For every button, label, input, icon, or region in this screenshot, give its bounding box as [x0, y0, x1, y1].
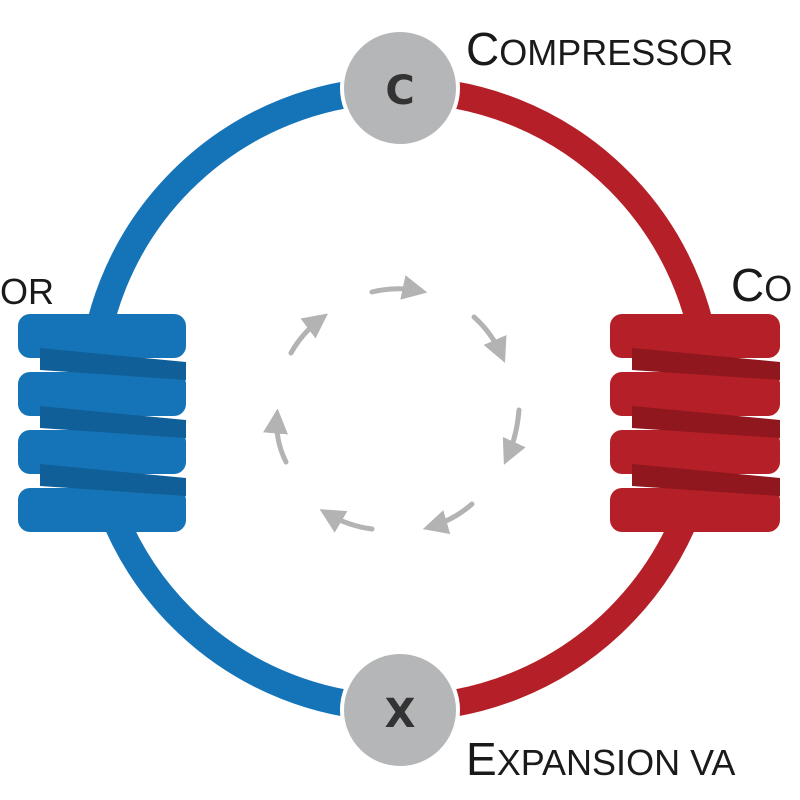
expansion-label-rest: XPANSION VA: [496, 742, 736, 783]
clockwise-arrow-icon: [369, 275, 428, 300]
clockwise-arrow-icon: [319, 509, 375, 533]
clockwise-arrow-icon: [422, 501, 475, 535]
compressor-letter: C: [385, 68, 414, 114]
compressor-label-initial: C: [466, 23, 500, 75]
expansion-valve-node: X: [340, 650, 460, 770]
condenser-label-partial: CO: [731, 262, 792, 308]
clockwise-arrow-icon: [288, 313, 328, 356]
clockwise-arrow-icon: [502, 407, 526, 465]
evaporator-label-partial: OR: [0, 271, 54, 312]
expansion-letter: X: [385, 691, 416, 737]
compressor-node: C: [340, 28, 460, 148]
flow-arrows: [263, 275, 526, 535]
condenser-label-initial: C: [731, 259, 765, 311]
expansion-label-initial: E: [466, 733, 497, 785]
compressor-label-rest: OMPRESSOR: [499, 32, 734, 73]
condenser-coil-icon: [610, 314, 780, 532]
clockwise-arrow-icon: [471, 314, 507, 363]
clockwise-arrow-icon: [263, 408, 289, 465]
condenser-label-rest: O: [764, 268, 793, 309]
expansion-valve-label: EXPANSION VA: [466, 736, 735, 782]
evaporator-coil-icon: [18, 314, 186, 532]
compressor-label: COMPRESSOR: [466, 26, 733, 72]
